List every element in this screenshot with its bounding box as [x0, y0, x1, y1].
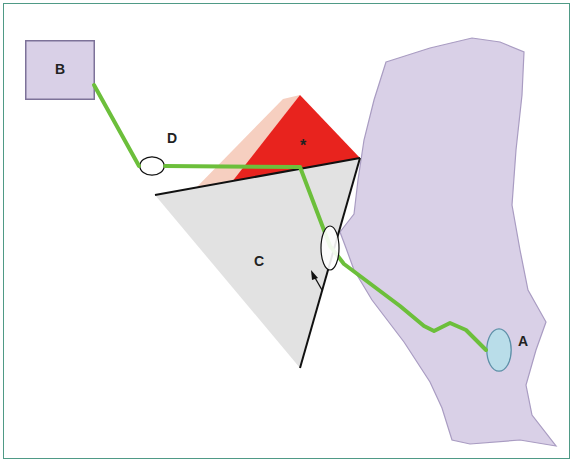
- marker-label: *: [300, 138, 306, 154]
- organ-outline: [340, 38, 556, 446]
- node-label: A: [518, 334, 528, 349]
- node-label: B: [55, 62, 65, 77]
- wedge-node-outline: [155, 95, 360, 368]
- oval-node-outline: [486, 328, 512, 372]
- frame-border: [4, 4, 570, 459]
- ring-node: D: [139, 156, 165, 176]
- node-label: D: [167, 131, 177, 146]
- wedge-node: C: [155, 95, 360, 368]
- oval-node: A: [486, 328, 512, 372]
- node-label: C: [254, 254, 264, 269]
- ring-node-outline: [139, 156, 165, 176]
- box-node: B: [25, 40, 95, 100]
- guide-wire: [94, 85, 139, 166]
